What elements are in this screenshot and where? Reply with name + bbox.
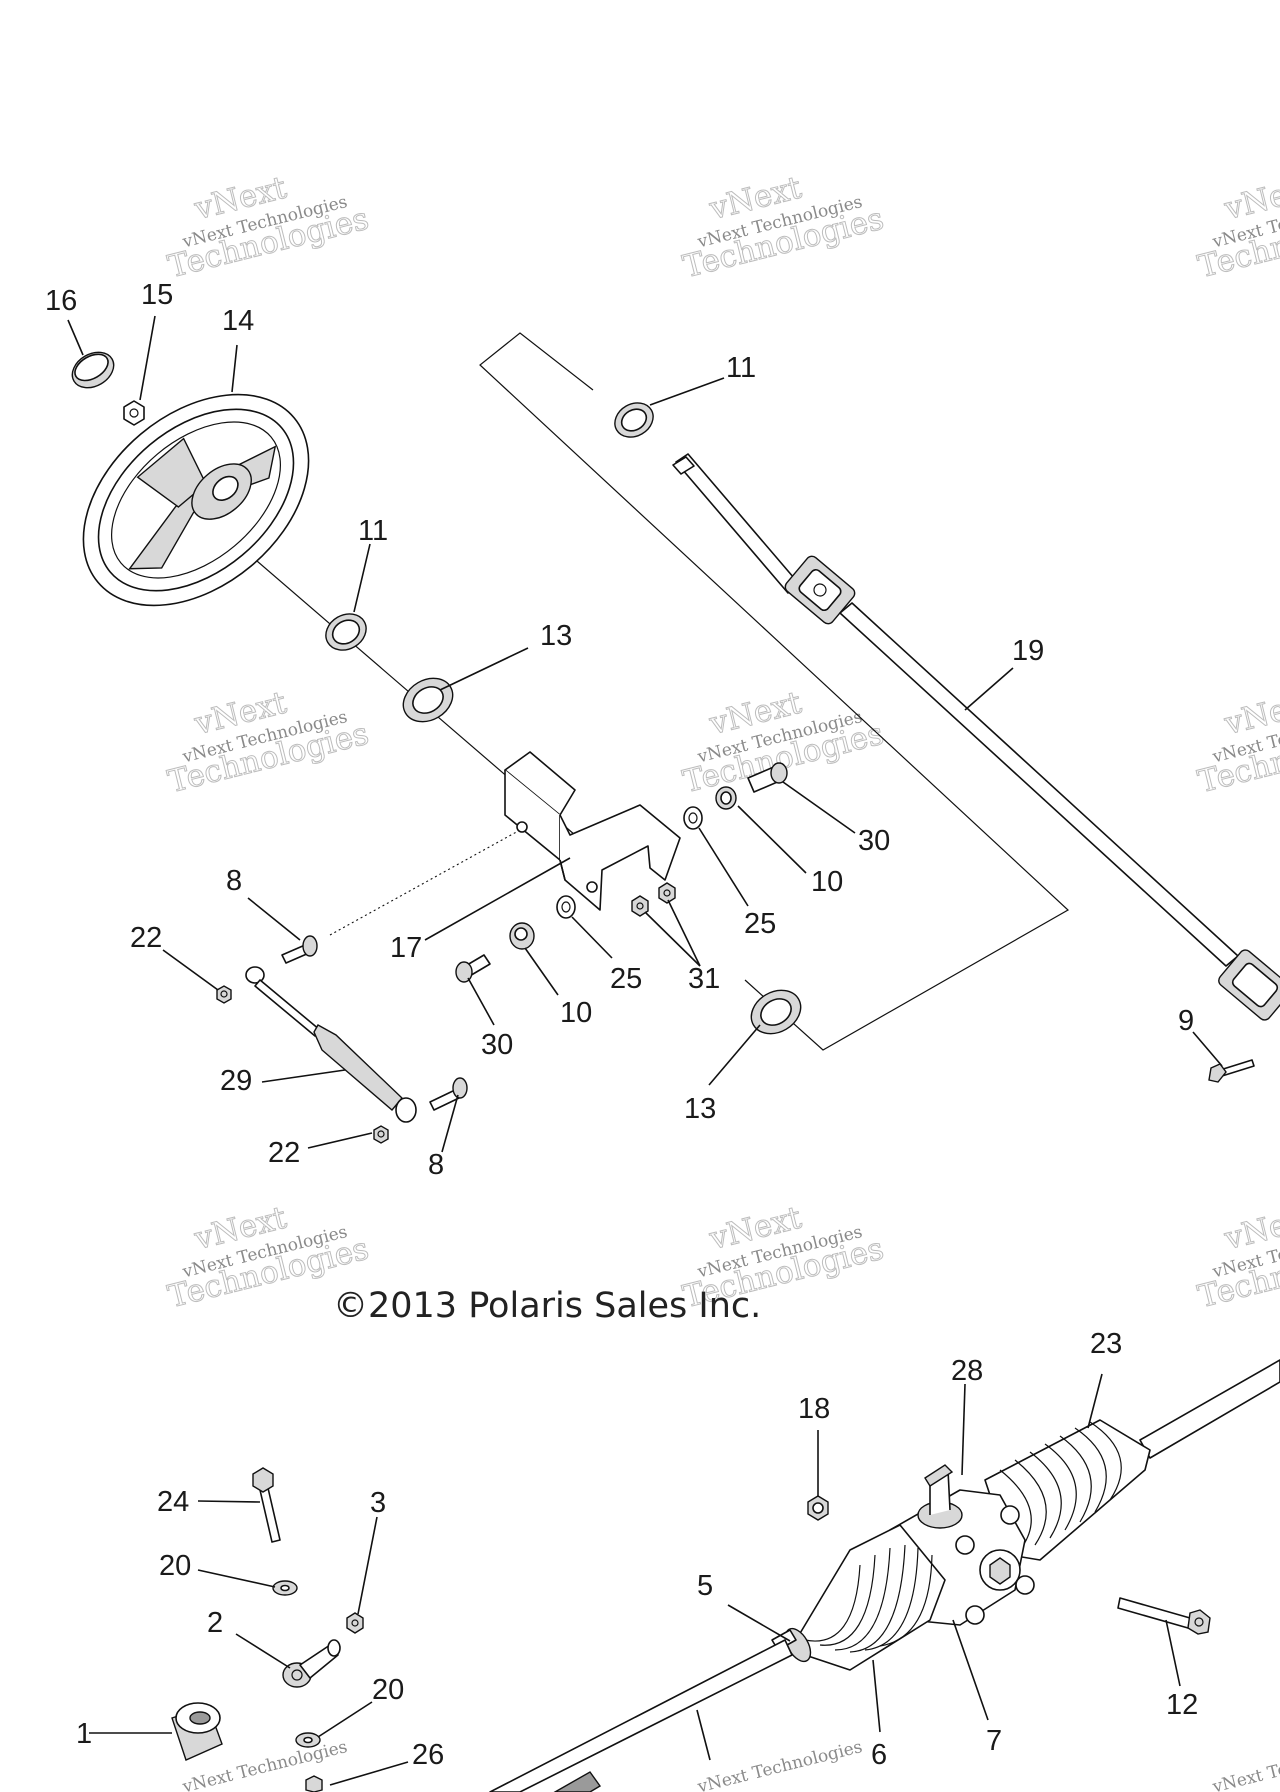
svg-text:vNext Technologies: vNext Technologies [695, 1737, 865, 1792]
rack-tube-left [489, 1639, 793, 1792]
washer-upper [683, 806, 703, 830]
watermark-4: vNext vNext Technologies Technologies [164, 684, 373, 801]
callout-1: 1 [76, 1718, 92, 1750]
copyright-notice: ©2013 Polaris Sales Inc. [333, 1286, 761, 1326]
horn-cap [71, 351, 115, 389]
strut-nut-upper [216, 985, 232, 1004]
leader-lines [67, 315, 1223, 1786]
callout-19: 19 [1012, 635, 1044, 667]
callout-22-upper: 22 [130, 922, 162, 954]
callout-labels: 16 15 14 11 11 13 19 30 10 25 17 8 22 25… [45, 279, 1198, 1771]
rack-boot-left [789, 1524, 946, 1671]
gear-mount-nut [807, 1495, 829, 1521]
callout-11-lower: 11 [358, 515, 388, 547]
washer-20-upper [272, 1580, 298, 1596]
pivot-bolt-upper [747, 762, 788, 793]
gear-mount-bolt [1117, 1597, 1211, 1635]
callout-8-lower: 8 [428, 1149, 444, 1181]
callout-10-lower: 10 [560, 997, 592, 1029]
spacer-upper [715, 786, 737, 810]
watermark-6: vNext vNext Technologies Technologies [1194, 684, 1280, 801]
watermark-12: vNext Technologies [1210, 1737, 1280, 1792]
callout-31: 31 [688, 963, 720, 995]
svg-text:vNext Technologies: vNext Technologies [1210, 1737, 1280, 1792]
callout-29: 29 [220, 1065, 252, 1097]
callout-2: 2 [207, 1607, 223, 1639]
callout-15: 15 [141, 279, 173, 311]
tie-rod-bolt [252, 1467, 281, 1543]
callout-5: 5 [697, 1570, 713, 1602]
callout-25-upper: 25 [744, 908, 776, 940]
tie-rod-end-left [553, 1771, 602, 1792]
callout-22-lower: 22 [268, 1137, 300, 1169]
callout-30-upper: 30 [858, 825, 890, 857]
watermark-11: vNext Technologies [695, 1737, 865, 1792]
lock-nuts [631, 882, 676, 917]
strut-bolt-upper [281, 935, 318, 964]
callout-26: 26 [412, 1739, 444, 1771]
steering-column-bracket [504, 751, 681, 911]
callout-11-upper: 11 [726, 352, 756, 384]
watermark-1: vNext vNext Technologies Technologies [164, 169, 373, 286]
callout-6: 6 [871, 1739, 887, 1771]
callout-25-lower: 25 [610, 963, 642, 995]
bearing-lower [750, 989, 802, 1035]
washer-20-lower [295, 1732, 321, 1748]
callout-24: 24 [157, 1486, 189, 1518]
gas-strut [245, 966, 417, 1123]
callout-16: 16 [45, 285, 77, 317]
callout-10-upper: 10 [811, 866, 843, 898]
gas-strut-guide-line [329, 829, 521, 936]
steering-shaft [672, 453, 1280, 1021]
pivot-bolt-lower [455, 954, 491, 983]
steering-wheel-nut [123, 400, 145, 426]
callout-20-upper: 20 [159, 1550, 191, 1582]
shaft-group-bracket [479, 332, 1070, 1051]
strut-nut-lower [373, 1125, 389, 1144]
shaft-pinch-bolt [1208, 1059, 1255, 1083]
callout-18: 18 [798, 1393, 830, 1425]
callout-7: 7 [986, 1725, 1002, 1757]
jam-nut [305, 1775, 323, 1792]
callout-17: 17 [390, 932, 422, 964]
callout-28: 28 [951, 1355, 983, 1387]
bearing-upper [402, 677, 454, 723]
watermark-9: vNext vNext Technologies Technologies [1194, 1199, 1280, 1316]
bushing-upper [614, 402, 654, 438]
watermark-2: vNext vNext Technologies Technologies [679, 169, 888, 286]
callout-30-lower: 30 [481, 1029, 513, 1061]
spacer-lower [509, 922, 535, 950]
bushing-lower [325, 613, 367, 651]
steering-wheel [82, 393, 310, 607]
callout-13-upper: 13 [540, 620, 572, 652]
washer-lower [556, 895, 576, 919]
steering-gear-housing [889, 1464, 1035, 1626]
watermark-3: vNext vNext Technologies Technologies [1194, 169, 1280, 286]
callout-9: 9 [1178, 1005, 1194, 1037]
callout-3: 3 [370, 1487, 386, 1519]
callout-14: 14 [222, 305, 254, 337]
callout-20-lower: 20 [372, 1674, 404, 1706]
tie-rod-sleeve [171, 1702, 223, 1761]
rack-tube-right [1139, 1359, 1280, 1459]
strut-bolt-lower [429, 1077, 468, 1111]
tie-rod-nut [346, 1612, 364, 1634]
callout-12: 12 [1166, 1689, 1198, 1721]
callout-23: 23 [1090, 1328, 1122, 1360]
tie-rod-end [282, 1639, 341, 1688]
callout-13-lower: 13 [684, 1093, 716, 1125]
callout-8-upper: 8 [226, 865, 242, 897]
